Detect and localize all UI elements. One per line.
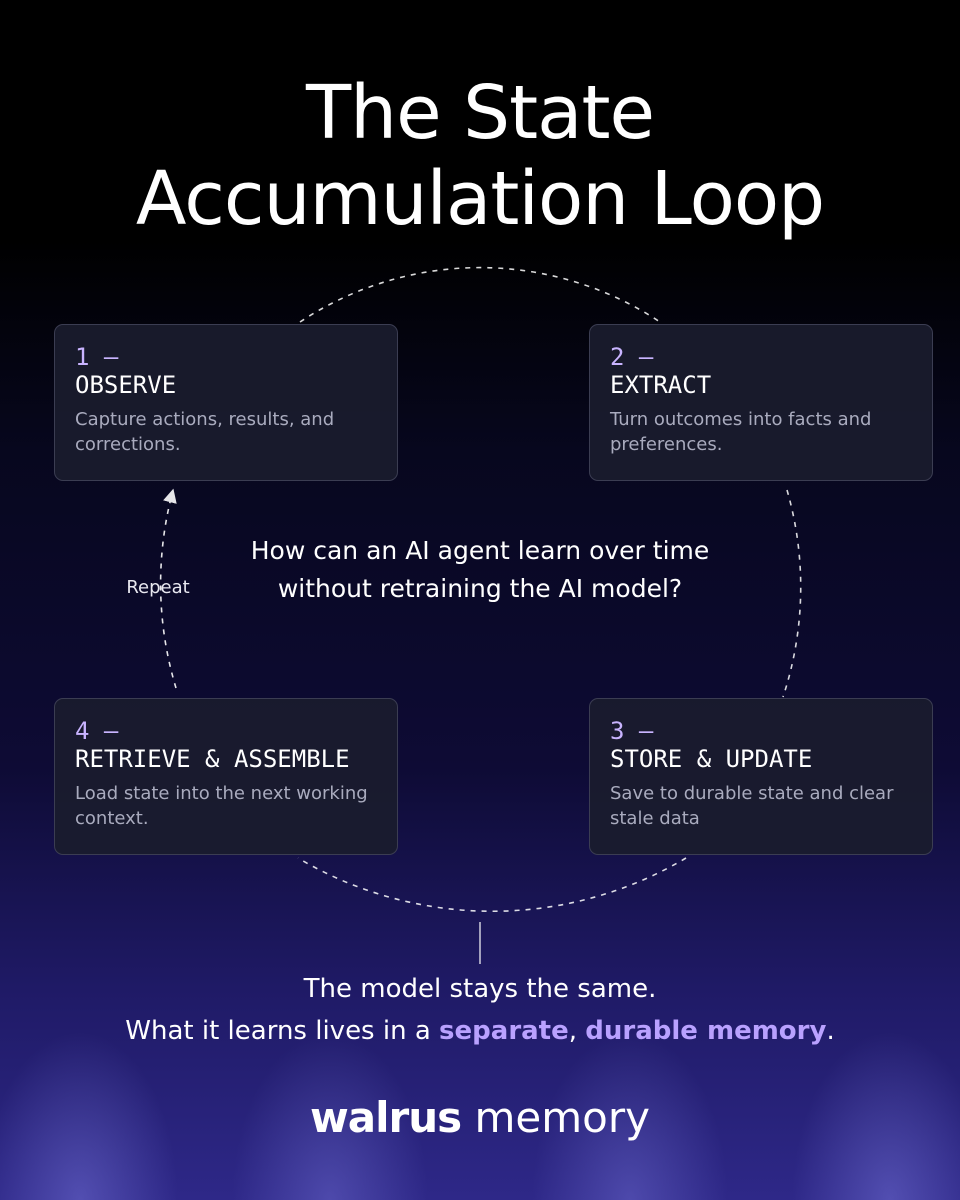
step-description: Turn outcomes into facts and preferences… (610, 409, 872, 455)
footer-line-2-suffix: . (826, 1016, 835, 1046)
brand-logo: walrus memory (0, 1090, 960, 1146)
step-name: OBSERVE (75, 371, 177, 399)
highlight-durable-memory: durable memory (585, 1016, 827, 1046)
footer-line-2: What it learns lives in a separate, dura… (0, 1010, 960, 1052)
step-number: 1 – (75, 343, 119, 371)
page-title: The State Accumulation Loop (0, 70, 960, 242)
title-line-2: Accumulation Loop (135, 156, 825, 242)
loop-arc-top (299, 266, 661, 323)
center-question: How can an AI agent learn over time with… (250, 536, 710, 603)
step-number: 3 – (610, 717, 654, 745)
step-number: 2 – (610, 343, 654, 371)
loop-arc-bottom (297, 857, 687, 913)
step-name: RETRIEVE & ASSEMBLE (75, 745, 350, 773)
footer-line-2-prefix: What it learns lives in a (125, 1016, 440, 1046)
footer-separator: , (568, 1016, 586, 1046)
footer-line-1: The model stays the same. (303, 974, 657, 1004)
repeat-arrow (159, 488, 177, 689)
footer-caption: The model stays the same. What it learns… (0, 968, 960, 1052)
step-card-store-update: 3 – STORE & UPDATE Save to durable state… (589, 698, 933, 855)
step-description: Capture actions, results, and correction… (75, 409, 335, 455)
step-description: Load state into the next working context… (75, 783, 368, 829)
step-card-observe: 1 – OBSERVE Capture actions, results, an… (54, 324, 398, 481)
step-name: STORE & UPDATE (610, 745, 813, 773)
step-card-retrieve-assemble: 4 – RETRIEVE & ASSEMBLE Load state into … (54, 698, 398, 855)
background-glow (0, 860, 960, 1200)
brand-bold: walrus (309, 1093, 462, 1142)
step-number: 4 – (75, 717, 119, 745)
loop-arc-right (782, 489, 802, 698)
step-description: Save to durable state and clear stale da… (610, 783, 894, 829)
step-name: EXTRACT (610, 371, 712, 399)
highlight-separate: separate (439, 1016, 569, 1046)
repeat-label: Repeat (126, 577, 190, 598)
title-line-1: The State (305, 70, 655, 156)
step-card-extract: 2 – EXTRACT Turn outcomes into facts and… (589, 324, 933, 481)
brand-regular: memory (474, 1093, 651, 1142)
